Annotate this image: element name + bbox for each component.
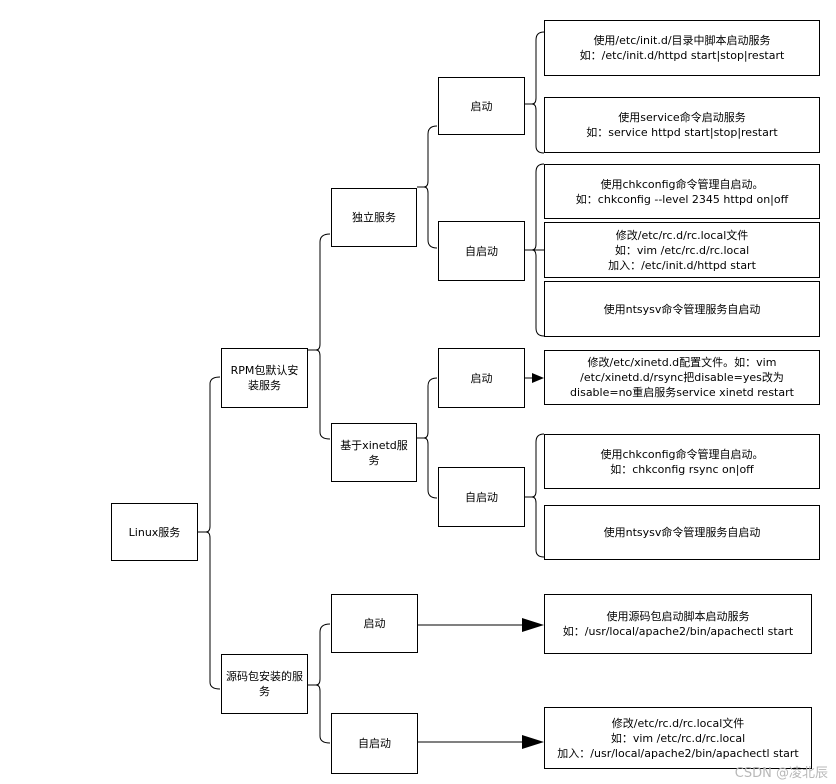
leaf-chkconfig-standalone: 使用chkconfig命令管理自启动。如：chkconfig --level 2… <box>544 164 820 219</box>
leaf-service-command: 使用service命令启动服务如：service httpd start|sto… <box>544 97 820 153</box>
node-text-line: 如：chkconfig rsync on|off <box>610 462 754 476</box>
node-text-line: 使用chkconfig命令管理自启动。 <box>600 177 764 191</box>
bracket-xinetd <box>417 377 438 499</box>
leaf-initd-script: 使用/etc/init.d/目录中脚本启动服务如：/etc/init.d/htt… <box>544 20 820 76</box>
node-text-line: 源码包安装的服务 <box>226 670 303 698</box>
leaf-source-rclocal: 修改/etc/rc.d/rc.local文件如：vim /etc/rc.d/rc… <box>544 707 812 769</box>
node-text-line: 如：chkconfig --level 2345 httpd on|off <box>575 192 789 206</box>
node-text-line: 使用/etc/init.d/目录中脚本启动服务 <box>593 34 771 47</box>
node-text-line: 如：/etc/init.d/httpd start|stop|restart <box>579 49 785 62</box>
node-source-start: 启动 <box>331 594 418 653</box>
bracket-standalone <box>417 125 438 249</box>
bracket-sa-autostart <box>525 163 545 337</box>
node-text-line: 如：vim /etc/rc.d/rc.local <box>614 243 750 257</box>
node-xinetd-autostart: 自启动 <box>438 467 525 527</box>
node-text-line: 修改/etc/xinetd.d配置文件。如：vim <box>587 356 777 369</box>
leaf-chkconfig-xinetd: 使用chkconfig命令管理自启动。如：chkconfig rsync on|… <box>544 434 820 489</box>
node-text-line: 启动 <box>470 371 493 385</box>
bracket-xi-autostart <box>525 433 545 558</box>
node-text-line: 使用ntsysv命令管理服务自启动 <box>603 526 761 539</box>
bracket-sa-start <box>525 31 545 154</box>
node-text-line: 如：service httpd start|stop|restart <box>586 126 778 139</box>
node-text-line: 自启动 <box>465 490 498 504</box>
leaf-xinetd-config: 修改/etc/xinetd.d配置文件。如：vim/etc/xinetd.d/r… <box>544 350 820 405</box>
node-xinetd-service: 基于xinetd服务 <box>331 423 417 482</box>
node-text-line: 自启动 <box>358 737 391 750</box>
node-text-line: disable=no重启服务service xinetd restart <box>570 386 794 399</box>
node-source-service: 源码包安装的服务 <box>221 654 308 714</box>
node-text-line: 使用chkconfig命令管理自启动。 <box>600 447 764 461</box>
node-text-line: 修改/etc/rc.d/rc.local文件 <box>615 228 749 242</box>
node-text-line: 加入：/usr/local/apache2/bin/apachectl star… <box>557 746 799 760</box>
node-standalone-service: 独立服务 <box>331 188 417 247</box>
node-linux-service: Linux服务 <box>111 503 198 561</box>
arrowhead-xi-start <box>532 373 544 383</box>
node-text-line: 使用ntsysv命令管理服务自启动 <box>603 302 761 316</box>
node-text-line: 使用源码包启动脚本启动服务 <box>606 610 750 623</box>
node-text-line: 如：/usr/local/apache2/bin/apachectl start <box>562 625 794 638</box>
node-standalone-start: 启动 <box>438 77 525 135</box>
bracket-rpm <box>308 233 331 440</box>
node-text-line: 启动 <box>470 99 493 113</box>
node-text-line: 自启动 <box>465 244 498 258</box>
node-rpm-service: RPM包默认安装服务 <box>221 348 308 408</box>
watermark: CSDN @凌北辰 <box>734 766 828 781</box>
bracket-linux <box>198 376 221 690</box>
node-text-line: /etc/xinetd.d/rsync把disable=yes改为 <box>580 371 784 384</box>
node-xinetd-start: 启动 <box>438 348 525 408</box>
node-text-line: 启动 <box>363 617 386 630</box>
bracket-source <box>308 623 331 744</box>
node-text-line: 使用service命令启动服务 <box>618 111 746 124</box>
arrowhead-src-start <box>522 618 544 632</box>
leaf-rclocal-standalone: 修改/etc/rc.d/rc.local文件如：vim /etc/rc.d/rc… <box>544 222 820 278</box>
leaf-source-start-script: 使用源码包启动脚本启动服务如：/usr/local/apache2/bin/ap… <box>544 594 812 654</box>
node-text-line: RPM包默认安装服务 <box>230 364 299 392</box>
node-source-autostart: 自启动 <box>331 713 418 774</box>
node-text-line: 如：vim /etc/rc.d/rc.local <box>610 731 746 745</box>
node-text-line: Linux服务 <box>128 525 181 539</box>
leaf-ntsysv-xinetd: 使用ntsysv命令管理服务自启动 <box>544 505 820 560</box>
node-text-line: 修改/etc/rc.d/rc.local文件 <box>611 716 745 730</box>
node-text-line: 基于xinetd服务 <box>340 438 408 467</box>
node-text-line: 独立服务 <box>352 211 396 224</box>
node-text-line: 加入：/etc/init.d/httpd start <box>608 258 756 272</box>
node-standalone-autostart: 自启动 <box>438 221 525 281</box>
arrowhead-src-autostart <box>522 735 544 749</box>
leaf-ntsysv-standalone: 使用ntsysv命令管理服务自启动 <box>544 281 820 337</box>
